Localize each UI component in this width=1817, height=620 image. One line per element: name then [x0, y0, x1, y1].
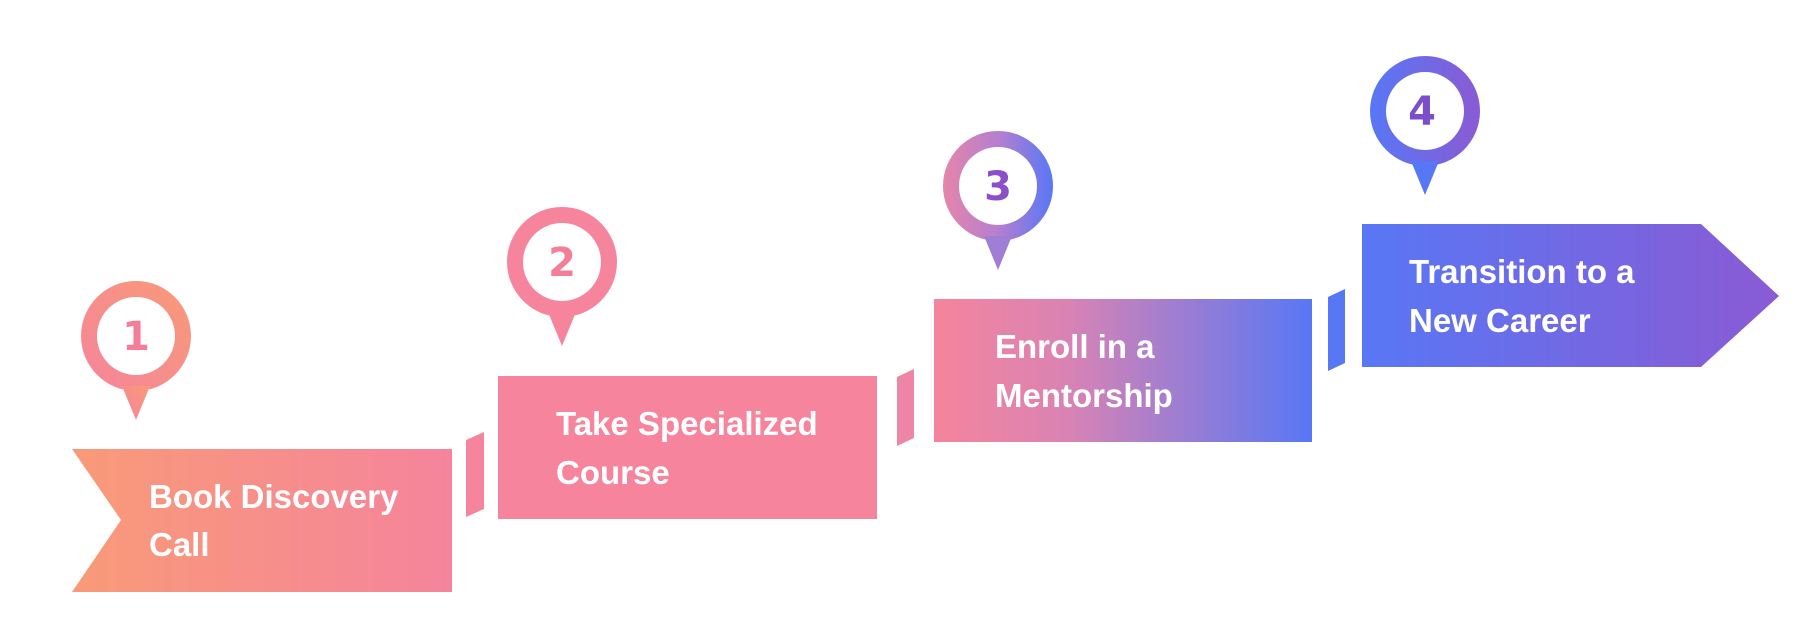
step-2-label: Take Specialized Course	[556, 405, 827, 491]
step-1: Book Discovery Call 1	[72, 281, 452, 592]
step-2-pin-icon: 2	[507, 207, 617, 346]
step-1-pin-icon: 1	[81, 281, 191, 420]
step-4-label-line1: Transition to a	[1409, 253, 1635, 290]
step-3-pin-icon: 3	[943, 131, 1053, 270]
step-2-label-line2: Course	[556, 454, 670, 491]
connector-3-4	[1328, 289, 1345, 371]
connector-2-3	[897, 369, 914, 446]
step-3-label: Enroll in a Mentorship	[995, 328, 1173, 414]
step-4-pin-icon: 4	[1370, 56, 1480, 195]
step-2-ribbon	[498, 376, 877, 519]
step-3: Enroll in a Mentorship 3	[934, 131, 1312, 442]
step-4-label-line2: New Career	[1409, 302, 1591, 339]
connector-1-2	[466, 432, 484, 517]
step-1-number: 1	[122, 314, 150, 360]
step-2-number: 2	[548, 240, 576, 286]
step-3-label-line2: Mentorship	[995, 377, 1173, 414]
step-3-number: 3	[984, 164, 1012, 210]
step-3-label-line1: Enroll in a	[995, 328, 1155, 365]
step-2: Take Specialized Course 2	[498, 207, 877, 519]
step-1-label-line1: Book Discovery	[149, 478, 399, 515]
step-4: Transition to a New Career 4	[1362, 56, 1779, 367]
step-4-ribbon	[1362, 224, 1779, 367]
step-1-label-line2: Call	[149, 526, 210, 563]
step-1-ribbon	[72, 449, 452, 592]
step-3-ribbon	[934, 299, 1312, 442]
step-1-label: Book Discovery Call	[149, 478, 408, 563]
step-4-label: Transition to a New Career	[1409, 253, 1644, 339]
step-4-number: 4	[1408, 89, 1436, 135]
step-2-label-line1: Take Specialized	[556, 405, 818, 442]
